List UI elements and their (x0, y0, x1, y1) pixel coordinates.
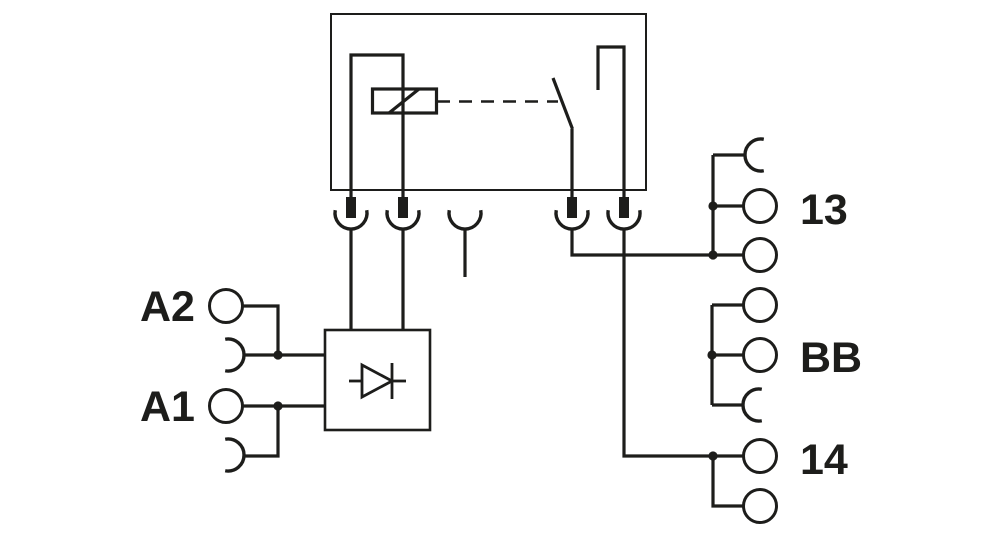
terminal-circle-14 (742, 438, 778, 474)
junction-dot (708, 201, 718, 211)
label-a1: A1 (140, 383, 195, 431)
bridge-socket (224, 337, 246, 373)
coil-slash (388, 87, 420, 115)
label-13: 13 (800, 186, 848, 234)
plug-contact (619, 197, 629, 218)
bridge-socket (224, 437, 246, 473)
contact-14-feed-wire (622, 229, 744, 458)
junction-dot (707, 350, 717, 360)
terminal-group-bb: BB (707, 287, 862, 423)
contact-13-feed-wire (570, 229, 744, 257)
plug-contact (398, 197, 408, 218)
plug-contact (346, 197, 356, 218)
junction-dot (273, 350, 283, 360)
terminal-circle-13 (742, 188, 778, 224)
relay-enclosure-outline (330, 13, 647, 191)
contact-arm (551, 77, 574, 130)
socket-contact (554, 209, 590, 231)
socket-contact (333, 209, 369, 231)
terminal-group-14: 14 (708, 436, 848, 524)
a2-wire (242, 304, 280, 355)
diode-triangle (360, 362, 395, 400)
socket-contact-unused (447, 209, 483, 231)
terminal-circle (742, 488, 778, 524)
plug-contacts (346, 197, 629, 218)
coil-loop-wire (349, 53, 405, 197)
bridge-socket (741, 387, 763, 423)
junction-dot (708, 250, 718, 260)
relay-coil (349, 53, 439, 197)
terminal-circle-a1 (208, 388, 244, 424)
diode-symbol (349, 362, 406, 400)
label-a2: A2 (140, 283, 195, 331)
terminal-group-a2-a1: A2 A1 (140, 283, 325, 473)
diode-box-outline (323, 328, 432, 432)
label-bb: BB (800, 334, 862, 382)
contact-fixed-hook-wire (596, 45, 626, 197)
plug-contact (567, 197, 577, 218)
socket-contact (606, 209, 642, 231)
terminal-circle-bb (742, 337, 778, 373)
socket-contacts (333, 209, 642, 277)
a1-bridge-wire (244, 406, 280, 458)
branch-wire (711, 456, 744, 508)
terminal-group-13: 13 (708, 137, 848, 273)
wiring (349, 229, 744, 458)
coil-symbol (370, 87, 439, 115)
bridge-socket (743, 137, 765, 173)
terminal-circle (742, 237, 778, 273)
relay-enclosure (330, 13, 647, 197)
relay-contact (551, 45, 626, 197)
terminal-circle-a2 (208, 288, 244, 324)
socket-contact (385, 209, 421, 231)
freewheeling-diode-block (323, 328, 432, 432)
label-14: 14 (800, 436, 848, 484)
terminal-circle (742, 287, 778, 323)
